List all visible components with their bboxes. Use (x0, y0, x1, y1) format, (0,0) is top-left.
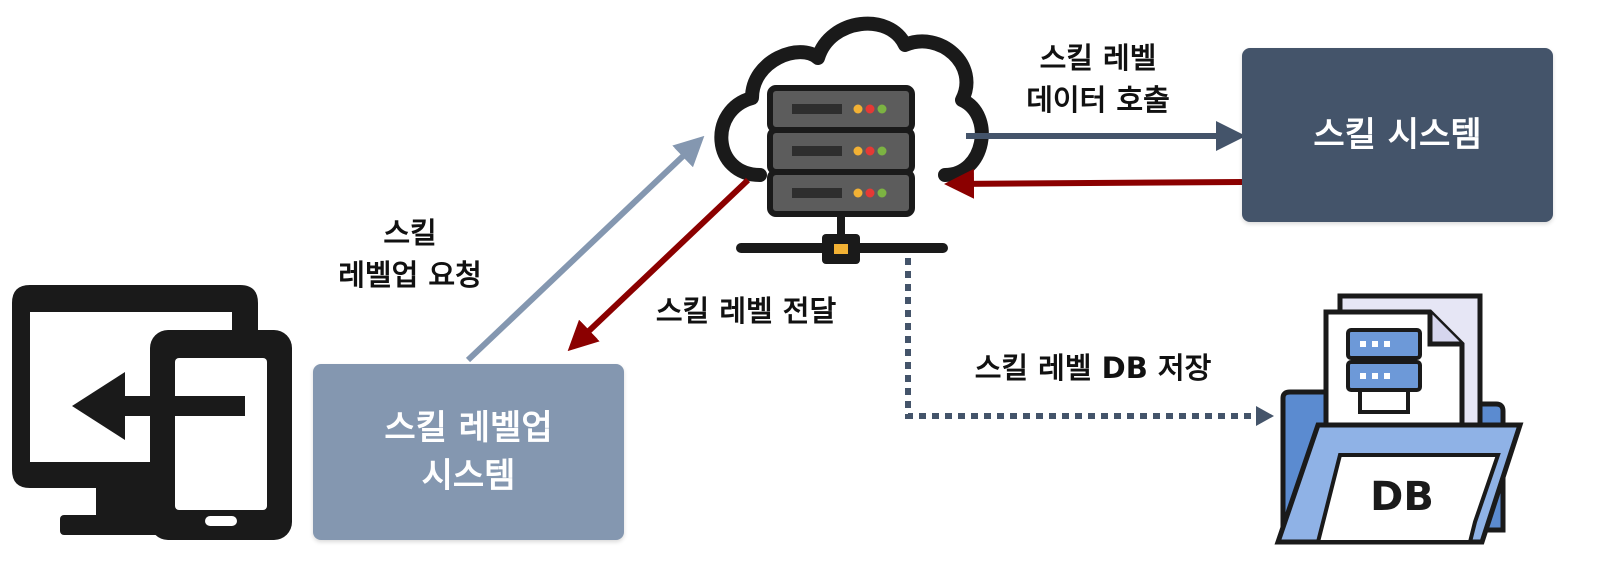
edge-db-store (905, 258, 1258, 419)
levelup-request-label: 스킬 레벨업 요청 (310, 212, 510, 296)
cloud-server-icon (714, 16, 989, 264)
edge-levelup-request (465, 135, 705, 363)
level-deliver-label-text: 스킬 레벨 전달 (655, 294, 837, 328)
levelup-request-label-line1: 스킬 (383, 216, 437, 250)
database-folder-icon (1274, 293, 1524, 545)
skill-system-box: 스킬 시스템 (1242, 48, 1553, 222)
level-deliver-label: 스킬 레벨 전달 (632, 290, 860, 332)
db-store-label: 스킬 레벨 DB 저장 (948, 347, 1238, 389)
skill-system-label: 스킬 시스템 (1313, 115, 1482, 155)
levelup-system-label-line2: 시스템 (421, 456, 516, 496)
db-badge-text: DB (1370, 474, 1434, 520)
edge-level-deliver (567, 177, 751, 352)
levelup-system-label-line1: 스킬 레벨업 (384, 408, 553, 448)
levelup-request-label-line2: 레벨업 요청 (338, 258, 482, 292)
devices-icon (12, 285, 292, 540)
data-call-label: 스킬 레벨 데이터 호출 (1000, 37, 1196, 121)
edge-data-return (944, 168, 1243, 199)
data-call-label-line2: 데이터 호출 (1026, 83, 1170, 117)
levelup-system-box: 스킬 레벨업 시스템 (313, 364, 624, 540)
db-store-label-text: 스킬 레벨 DB 저장 (974, 351, 1212, 385)
edge-db-store-arrowhead (1256, 406, 1274, 426)
data-call-label-line1: 스킬 레벨 (1039, 41, 1157, 75)
